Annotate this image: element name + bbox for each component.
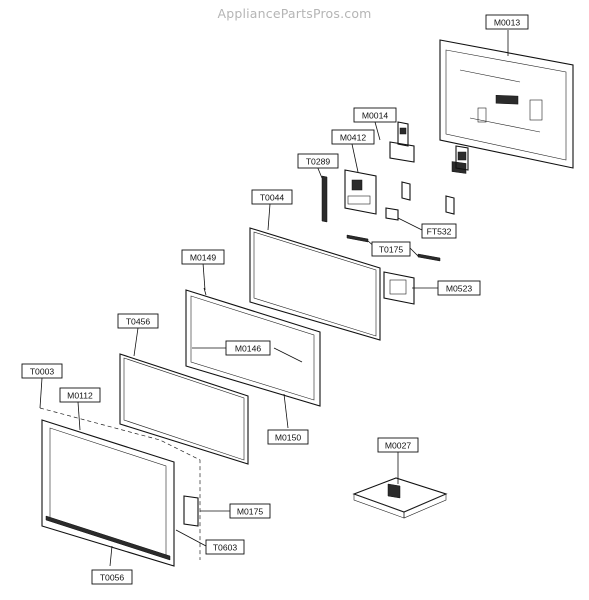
side-cover-part[interactable] (183, 495, 199, 527)
label-M0149: M0149 (181, 249, 225, 265)
label-M0412: M0412 (331, 129, 375, 145)
label-M0523: M0523 (437, 280, 481, 296)
label-text: M0150 (275, 433, 301, 443)
rear-cover-part[interactable] (439, 39, 574, 174)
label-text: M0013 (494, 18, 520, 28)
label-text: T0456 (126, 317, 151, 327)
diffuser-sheet-part[interactable] (119, 353, 249, 465)
label-T0056: T0056 (91, 569, 133, 585)
label-text: T0289 (306, 157, 331, 167)
label-text: T0056 (100, 573, 125, 583)
front-bezel-part[interactable] (41, 419, 175, 567)
label-T0003: T0003 (21, 363, 63, 379)
label-text: T0044 (260, 193, 285, 203)
stand-base-part[interactable] (352, 477, 448, 519)
label-text: T0603 (213, 543, 238, 553)
display-panel-part[interactable] (249, 227, 381, 341)
label-text: T0003 (30, 367, 55, 377)
label-text: M0014 (362, 111, 388, 121)
label-M0014: M0014 (353, 107, 397, 123)
label-text: M0412 (340, 133, 366, 143)
label-text: M0523 (446, 284, 472, 294)
label-T0456: T0456 (117, 313, 159, 329)
label-text: M0146 (235, 344, 261, 354)
wall-bracket-parts[interactable] (397, 121, 469, 215)
small-connector-part[interactable] (385, 207, 399, 221)
label-T0044: T0044 (251, 189, 293, 205)
mount-bracket-part[interactable] (383, 271, 415, 305)
label-M0027: M0027 (377, 437, 419, 453)
label-M0175: M0175 (229, 503, 271, 519)
label-M0112: M0112 (59, 387, 101, 403)
label-text: FT532 (427, 227, 452, 237)
main-board-part[interactable] (344, 169, 377, 215)
watermark: AppliancePartsPros.com (217, 6, 372, 21)
label-T0175: T0175 (371, 241, 411, 257)
small-board-part[interactable] (389, 141, 415, 163)
label-T0289: T0289 (297, 153, 339, 169)
label-M0013: M0013 (485, 14, 529, 30)
strip-part[interactable] (321, 175, 328, 223)
leader-lines (39, 30, 509, 567)
label-M0150: M0150 (267, 429, 309, 445)
label-T0603: T0603 (205, 539, 245, 555)
label-FT532: FT532 (421, 223, 457, 239)
label-text: M0175 (237, 507, 263, 517)
assembly-guide-line (39, 407, 201, 560)
label-text: M0149 (190, 253, 216, 263)
middle-frame-part[interactable] (185, 287, 321, 407)
label-text: M0112 (67, 391, 93, 401)
label-M0146: M0146 (225, 340, 271, 356)
label-text: T0175 (379, 245, 404, 255)
label-text: M0027 (385, 441, 411, 451)
